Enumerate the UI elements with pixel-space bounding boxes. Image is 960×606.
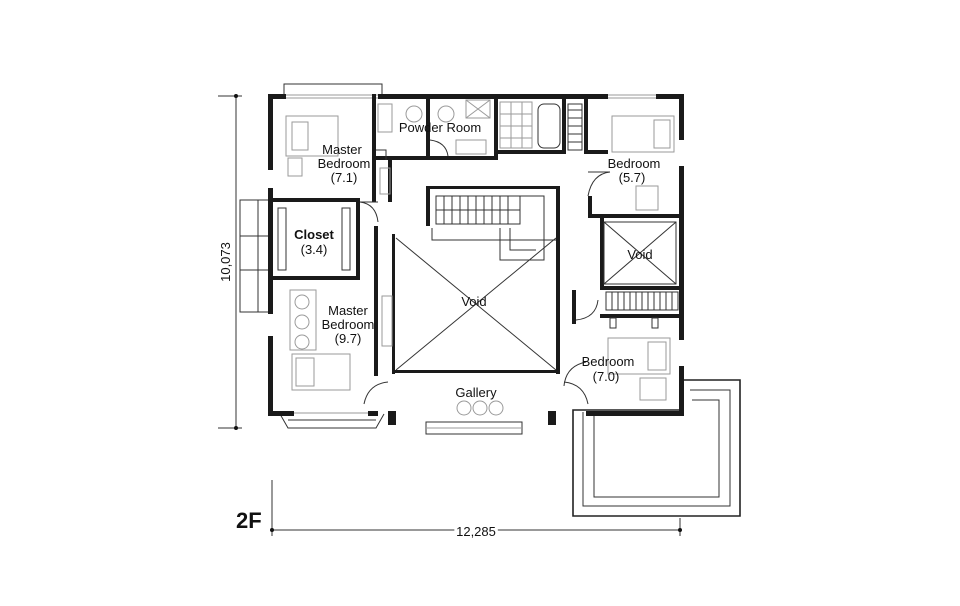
floor-label: 2F bbox=[236, 508, 262, 533]
gallery-label: Gallery bbox=[455, 385, 497, 400]
doors bbox=[359, 139, 611, 405]
void-right-label: Void bbox=[627, 247, 652, 262]
bedroom-top-right-area: (5.7) bbox=[619, 170, 646, 185]
master-bedroom-bottom-label-1: Master bbox=[328, 303, 368, 318]
master-bedroom-bottom-label-2: Bedroom bbox=[322, 317, 375, 332]
furniture bbox=[277, 99, 679, 416]
void-right-mark bbox=[603, 221, 677, 285]
bedroom-bottom-right-area: (7.0) bbox=[593, 369, 620, 384]
left-bay bbox=[239, 199, 273, 313]
bedroom-bottom-right-label: Bedroom bbox=[582, 354, 635, 369]
master-bedroom-top-label-1: Master bbox=[322, 142, 362, 157]
void-center-mark bbox=[395, 237, 557, 371]
bedroom-top-right-label: Bedroom bbox=[608, 156, 661, 171]
bottom-bay bbox=[279, 413, 385, 429]
piano bbox=[605, 291, 679, 329]
closet-area: (3.4) bbox=[301, 242, 328, 257]
height-dimension bbox=[218, 94, 242, 430]
windows bbox=[266, 92, 686, 435]
closet-label: Closet bbox=[294, 227, 334, 242]
staircase bbox=[431, 195, 556, 261]
height-dimension-label: 10,073 bbox=[218, 242, 233, 282]
closet-rods bbox=[277, 207, 351, 271]
width-dimension-label: 12,285 bbox=[456, 524, 496, 539]
master-bedroom-top-area: (7.1) bbox=[331, 170, 358, 185]
width-dimension bbox=[270, 480, 682, 536]
master-bedroom-bottom-area: (9.7) bbox=[335, 331, 362, 346]
master-bedroom-top-label-2: Bedroom bbox=[318, 156, 371, 171]
void-center-label: Void bbox=[461, 294, 486, 309]
powder-room-label: Powder Room bbox=[399, 120, 481, 135]
